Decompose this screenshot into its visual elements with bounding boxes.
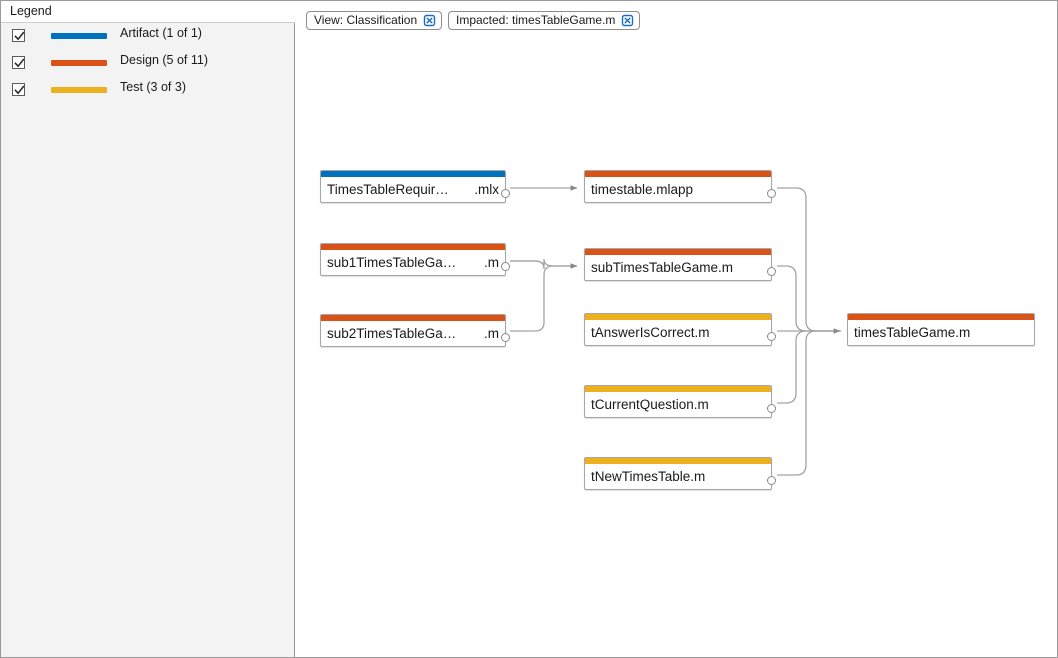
node-type-bar-design	[585, 171, 771, 177]
chip-impacted-filter[interactable]: Impacted: timesTableGame.m	[448, 11, 641, 30]
checkbox-checked-icon[interactable]	[12, 56, 25, 69]
edge-bus-lower-merge	[795, 330, 807, 342]
graph-edges	[510, 185, 841, 476]
node-extension-text: .m	[484, 326, 499, 341]
legend-item-artifact[interactable]: Artifact (1 of 1)	[1, 24, 295, 51]
chip-view-classification[interactable]: View: Classification	[306, 11, 443, 30]
graph-node-tnewtimestable[interactable]: tNewTimesTable.m	[584, 457, 776, 490]
edge-subtimestable-to-bus	[777, 265, 797, 321]
graph-node-timestablerequirements[interactable]: TimesTableRequir… .mlx	[320, 170, 510, 203]
legend-swatch-design	[51, 60, 107, 66]
close-box-icon[interactable]	[621, 14, 634, 27]
checkbox-checked-icon[interactable]	[12, 83, 25, 96]
graph-node-label: tCurrentQuestion.m	[591, 397, 709, 412]
node-output-port[interactable]	[501, 262, 510, 271]
legend-panel: Legend Artifact (1 of 1) Design (5 of 11…	[1, 1, 295, 657]
graph-node-timestable-mlapp[interactable]: timestable.mlapp	[584, 170, 776, 203]
graph-node-subtimestablegame[interactable]: subTimesTableGame.m	[584, 248, 776, 281]
node-output-port[interactable]	[767, 404, 776, 413]
graph-canvas[interactable]: View: Classification Impacted: timesTabl…	[296, 1, 1057, 657]
node-output-port[interactable]	[767, 332, 776, 341]
node-name-text: sub2TimesTableGa…	[327, 326, 457, 341]
node-output-port[interactable]	[501, 333, 510, 342]
edge-tnew-to-bus	[777, 341, 807, 476]
node-type-bar-design	[321, 315, 505, 321]
node-name-text: TimesTableRequir…	[327, 182, 449, 197]
graph-node-label: subTimesTableGame.m	[591, 260, 734, 275]
node-extension-text: .m	[484, 255, 499, 270]
edge-bus-outer-merge-2	[805, 330, 817, 342]
graph-node-label: timesTableGame.m	[854, 325, 971, 340]
legend-item-design[interactable]: Design (5 of 11)	[1, 51, 295, 78]
node-type-bar-artifact	[321, 171, 505, 177]
legend-label-artifact: Artifact (1 of 1)	[120, 26, 202, 40]
close-box-icon[interactable]	[423, 14, 436, 27]
chip-view-label: View: Classification	[314, 13, 418, 27]
node-type-bar-test	[585, 458, 771, 464]
chip-impacted-label: Impacted: timesTableGame.m	[456, 13, 616, 27]
edge-bus-outer-merge	[805, 320, 817, 332]
graph-node-tcurrentquestion[interactable]: tCurrentQuestion.m	[584, 385, 776, 418]
graph-node-sub2timestablegame[interactable]: sub2TimesTableGa… .m	[320, 314, 510, 347]
graph-node-label: sub1TimesTableGa… .m	[327, 250, 499, 275]
graph-node-label: TimesTableRequir… .mlx	[327, 177, 499, 202]
edge-tcurrent-to-bus	[777, 341, 797, 404]
legend-list: Artifact (1 of 1) Design (5 of 11) Test …	[1, 24, 295, 105]
node-type-bar-test	[585, 314, 771, 320]
node-type-bar-test	[585, 386, 771, 392]
legend-header: Legend	[1, 1, 295, 23]
legend-label-test: Test (3 of 3)	[120, 80, 186, 94]
node-name-text: sub1TimesTableGa…	[327, 255, 457, 270]
legend-label-design: Design (5 of 11)	[120, 53, 209, 67]
node-type-bar-design	[585, 249, 771, 255]
node-extension-text: .mlx	[474, 182, 499, 197]
node-output-port[interactable]	[767, 476, 776, 485]
graph-node-timestablegame[interactable]: timesTableGame.m	[847, 313, 1035, 346]
node-type-bar-design	[848, 314, 1034, 320]
node-type-bar-design	[321, 244, 505, 250]
legend-swatch-artifact	[51, 33, 107, 39]
legend-item-test[interactable]: Test (3 of 3)	[1, 78, 295, 105]
legend-swatch-test	[51, 87, 107, 93]
checkbox-checked-icon[interactable]	[12, 29, 25, 42]
legend-title: Legend	[10, 4, 52, 18]
graph-node-label: tAnswerIsCorrect.m	[591, 325, 710, 340]
graph-node-label: sub2TimesTableGa… .m	[327, 321, 499, 346]
graph-node-tanswerisCorrect[interactable]: tAnswerIsCorrect.m	[584, 313, 776, 346]
edge-sub1-seg	[510, 260, 545, 270]
graph-node-label: timestable.mlapp	[591, 182, 694, 197]
graph-node-label: tNewTimesTable.m	[591, 469, 706, 484]
node-output-port[interactable]	[767, 267, 776, 276]
edge-timestable-to-bus	[777, 187, 807, 321]
edge-sub2-to-subtimestable	[510, 263, 578, 332]
graph-node-sub1timestablegame[interactable]: sub1TimesTableGa… .m	[320, 243, 510, 276]
node-output-port[interactable]	[501, 189, 510, 198]
node-output-port[interactable]	[767, 189, 776, 198]
edge-bus-upper-merge	[795, 320, 841, 332]
